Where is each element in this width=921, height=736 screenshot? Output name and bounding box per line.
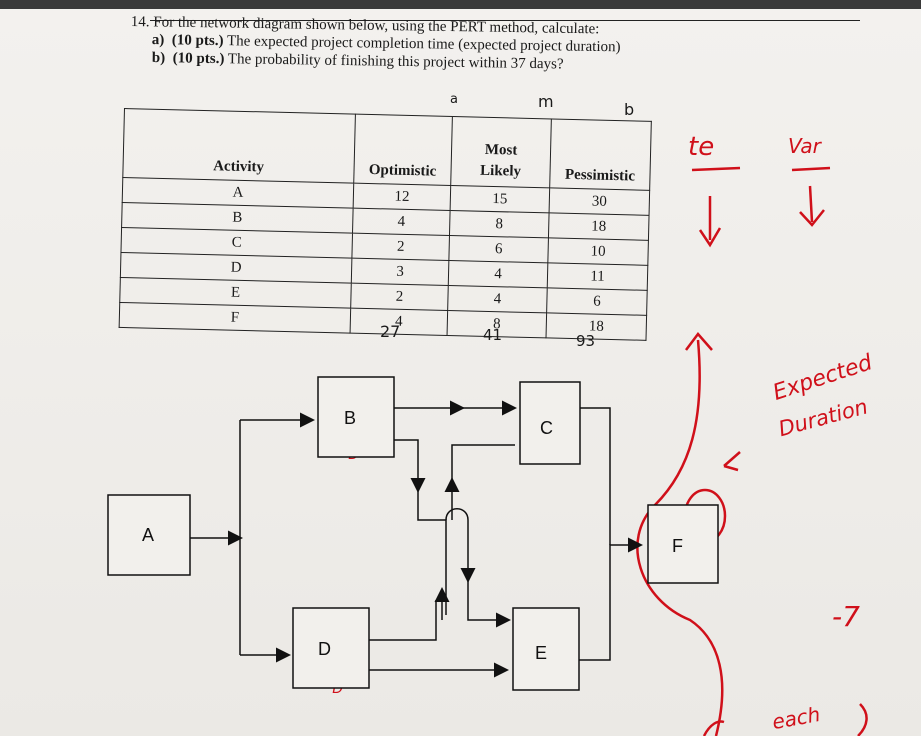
- node-e-box: [512, 607, 580, 691]
- handwritten-m: m: [538, 92, 554, 111]
- node-b-box: [317, 376, 395, 458]
- connectors: [190, 400, 643, 678]
- handwritten-var: Var: [788, 134, 821, 158]
- pointer-mark: [723, 451, 741, 472]
- handwritten-a: a: [450, 92, 458, 107]
- var-underline: [791, 166, 831, 172]
- handwritten-sum-b: 93: [576, 332, 596, 350]
- header-rule: [150, 20, 860, 21]
- handwritten-sum-a: 27: [380, 322, 401, 341]
- te-underline: [691, 166, 741, 172]
- handwritten-b: b: [624, 100, 635, 119]
- node-f-box: [647, 504, 719, 584]
- handwritten-minus7: -7: [832, 600, 860, 633]
- red-ink-strokes: [636, 166, 868, 736]
- margin-curve: [636, 339, 724, 736]
- node-b-label: B: [344, 408, 356, 428]
- node-a-label: A: [142, 525, 154, 545]
- handwritten-te: te: [688, 132, 715, 162]
- var-down-arrow: [799, 185, 825, 227]
- top-edge: [0, 0, 921, 9]
- node-d-label: D: [318, 639, 331, 659]
- bracket-mark: [857, 703, 868, 736]
- paper-sheet: [0, 9, 921, 736]
- node-c-box: [519, 381, 581, 465]
- node-f-label: F: [672, 536, 683, 556]
- curve-arrowhead: [685, 332, 713, 351]
- node-d-box: [292, 607, 370, 689]
- node-a-box: [107, 494, 191, 576]
- handwritten-sum-m: 41: [483, 326, 503, 344]
- node-c-label: C: [540, 418, 553, 438]
- fragment-mark: [702, 720, 725, 736]
- node-e-label: E: [535, 643, 547, 663]
- te-down-arrow: [698, 196, 722, 248]
